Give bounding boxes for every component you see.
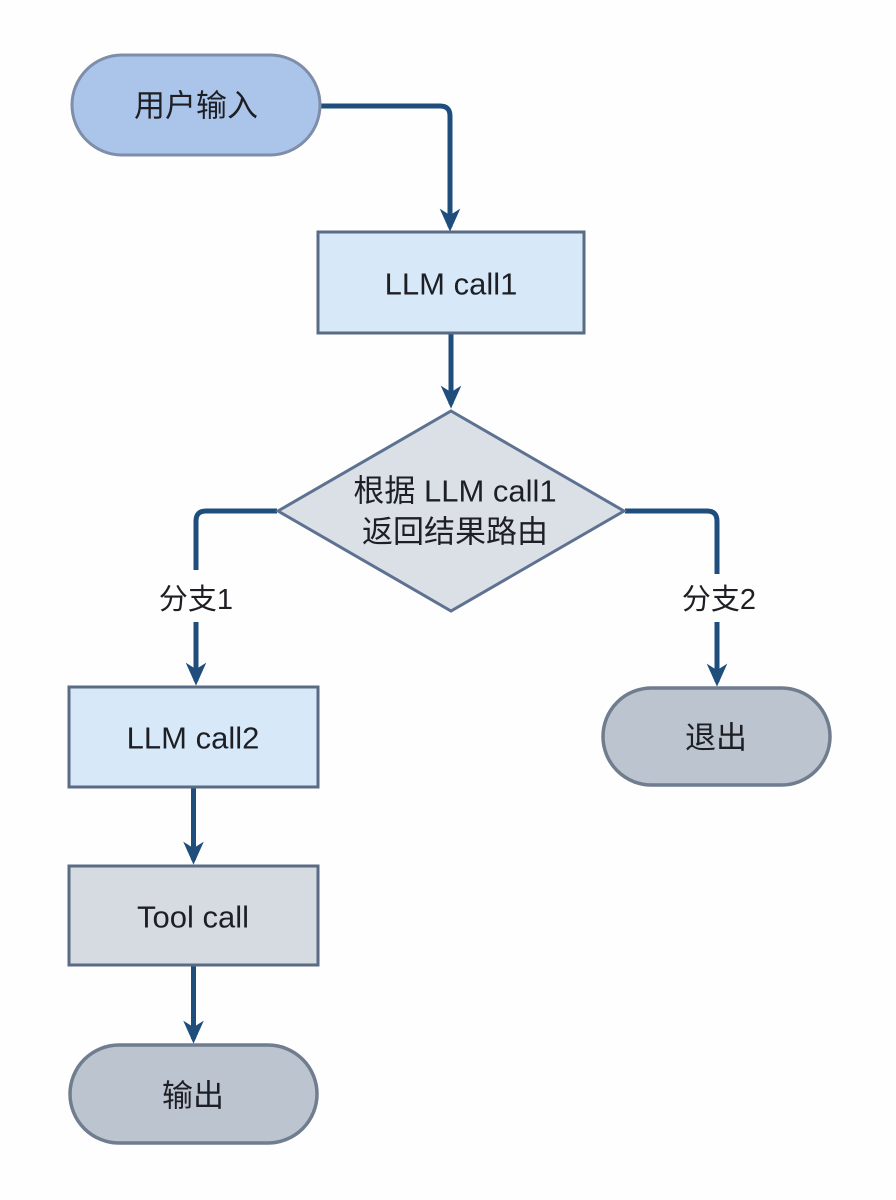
start-label: 用户输入 <box>134 89 258 124</box>
output-pill-shape <box>68 1043 319 1145</box>
node-llm-call1: LLM call1 <box>316 230 586 335</box>
tool-call-label: Tool call <box>137 900 249 935</box>
branch1-label: 分支1 <box>159 583 233 616</box>
node-tool-call: Tool call <box>67 864 320 967</box>
start-pill-shape <box>70 53 322 157</box>
decision-diamond-shape <box>275 409 627 613</box>
tool-call-shape <box>67 864 320 967</box>
exit-pill-shape <box>601 686 832 787</box>
output-label: 输出 <box>162 1079 224 1114</box>
node-exit: 退出 <box>601 686 832 787</box>
edges-group <box>183 103 728 1044</box>
node-output: 输出 <box>68 1043 319 1145</box>
llm-call2-label: LLM call2 <box>127 721 260 756</box>
node-llm-call2: LLM call2 <box>67 685 320 789</box>
branch2-label: 分支2 <box>682 583 756 616</box>
exit-label: 退出 <box>685 721 747 756</box>
edge-start-to-llm1 <box>320 103 461 232</box>
node-start: 用户输入 <box>70 53 322 157</box>
node-decision: 根据 LLM call1 返回结果路由 <box>275 409 627 613</box>
edge-decision-to-branch1-upper <box>193 508 277 570</box>
llm-call1-label: LLM call1 <box>385 267 518 302</box>
decision-label-line2: 返回结果路由 <box>362 515 548 550</box>
llm-call2-shape <box>67 685 320 789</box>
decision-label-line1: 根据 LLM call1 <box>353 474 556 509</box>
edge-decision-to-branch2-upper <box>625 508 720 574</box>
llm-call1-shape <box>316 230 586 335</box>
